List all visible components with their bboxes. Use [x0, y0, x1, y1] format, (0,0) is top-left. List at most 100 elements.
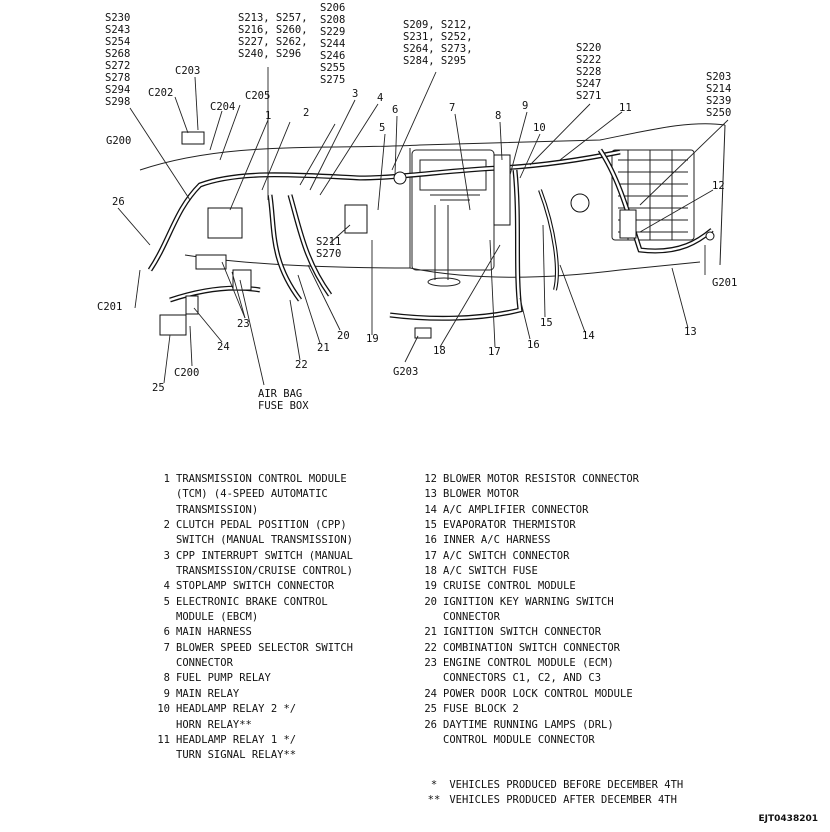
- callout-25: 25: [152, 382, 165, 394]
- callout-5: 5: [379, 122, 386, 134]
- legend-text: A/C AMPLIFIER CONNECTOR: [443, 503, 589, 516]
- dashboard-outline: [139, 123, 726, 287]
- legend-text: STOPLAMP SWITCH CONNECTOR: [176, 580, 335, 593]
- figure-code: EJT0438201: [758, 814, 818, 824]
- callout-6: 6: [392, 104, 399, 116]
- legend-item: 15 EVAPORATOR THERMISTOR: [413, 518, 713, 533]
- connector-label-c200: C200: [174, 367, 200, 379]
- callout-4: 4: [377, 92, 384, 104]
- splice-group-left: S230 S243 S254 S268 S272 S278 S294 S298: [105, 12, 130, 108]
- c202-connector: [181, 131, 205, 145]
- legend-text: EVAPORATOR THERMISTOR: [443, 519, 576, 532]
- legend-number: 12: [424, 473, 437, 485]
- legend-text: ENGINE CONTROL MODULE (ECM): [443, 657, 614, 670]
- splice-ref: S255: [320, 62, 346, 74]
- tcm-module: [207, 207, 243, 239]
- legend-text: IGNITION SWITCH CONNECTOR: [443, 626, 602, 639]
- legend-number: 20: [424, 595, 437, 608]
- legend-number: 19: [424, 580, 437, 593]
- fuse-block-2: [159, 314, 187, 336]
- legend-number: 15: [424, 519, 437, 532]
- splice-ref: S243: [105, 24, 131, 36]
- ground-label-g201: G201: [712, 277, 738, 289]
- connector-label-c202: C202: [148, 87, 174, 99]
- legend-number: 18: [424, 565, 437, 578]
- splice-ref: S284, S295: [403, 55, 467, 67]
- splice-ref: S272: [105, 60, 131, 72]
- callout-21: 21: [317, 342, 330, 354]
- legend-text: TURN SIGNAL RELAY**: [176, 749, 297, 762]
- legend-item: 25 FUSE BLOCK 2: [413, 702, 713, 717]
- callout-8: 8: [495, 110, 502, 122]
- footnote-after: ** VEHICLES PRODUCED AFTER DECEMBER 4TH: [425, 793, 677, 808]
- legend-text: A/C SWITCH FUSE: [443, 565, 538, 578]
- legend-number: 26: [424, 718, 437, 731]
- callout-15: 15: [540, 317, 553, 329]
- callout-16: 16: [527, 339, 540, 351]
- splice-ref: S211: [316, 236, 342, 248]
- legend-text: FUSE BLOCK 2: [443, 703, 519, 716]
- legend-text: CONNECTOR: [443, 611, 500, 624]
- legend-text: MAIN HARNESS: [176, 626, 252, 639]
- legend-text: TRANSMISSION CONTROL MODULE: [176, 473, 347, 485]
- legend-number: 7: [163, 641, 170, 654]
- legend-text: TRANSMISSION): [176, 503, 259, 516]
- callout-12: 12: [712, 180, 725, 192]
- splice-ref: S214: [706, 83, 732, 95]
- legend-text: DAYTIME RUNNING LAMPS (DRL): [443, 718, 614, 731]
- splice-ref: S264, S273,: [403, 43, 473, 55]
- callout-19: 19: [366, 333, 379, 345]
- connector-label-c204: C204: [210, 101, 236, 113]
- relay-block: [493, 154, 511, 226]
- splice-ref: S239: [706, 95, 732, 107]
- legend-text: MAIN RELAY: [176, 687, 240, 700]
- callout-2: 2: [303, 107, 310, 119]
- callout-22: 22: [295, 359, 308, 371]
- splice-ref: S247: [576, 78, 602, 90]
- callout-1: 1: [265, 110, 272, 122]
- legend-text: COMBINATION SWITCH CONNECTOR: [443, 641, 621, 654]
- legend-number: 24: [424, 687, 437, 700]
- legend-text: HORN RELAY**: [176, 718, 252, 731]
- splice-ref: S227, S262,: [238, 36, 308, 48]
- main-harness: [147, 148, 714, 321]
- legend-text: CLUTCH PEDAL POSITION (CPP): [176, 519, 347, 532]
- leader-lines: [117, 67, 729, 386]
- ecm-connectors: [195, 254, 227, 270]
- splice-group-2: S213, S257, S216, S260, S227, S262, S240…: [238, 12, 308, 60]
- legend-text: CONNECTOR: [176, 657, 233, 670]
- legend-number: 1: [163, 473, 170, 485]
- splice-ref: S246: [320, 50, 346, 62]
- legend-number: 3: [163, 549, 170, 562]
- g203-ground: [414, 327, 432, 339]
- blower-resistor: [619, 209, 637, 239]
- splice-group-mid: S211 S270: [316, 236, 341, 260]
- cruise-module: [344, 204, 368, 234]
- splice-ref: S275: [320, 74, 346, 86]
- splice-ref: S294: [105, 84, 131, 96]
- legend-text: FUEL PUMP RELAY: [176, 672, 271, 685]
- footnote-symbol: *: [430, 779, 438, 791]
- callout-18: 18: [433, 345, 446, 357]
- legend-number: 23: [424, 657, 437, 670]
- legend-text: MODULE (EBCM): [176, 611, 259, 624]
- connector-label-c205: C205: [245, 90, 271, 102]
- legend-number: 25: [424, 703, 437, 716]
- legend-text: SWITCH (MANUAL TRANSMISSION): [176, 534, 354, 547]
